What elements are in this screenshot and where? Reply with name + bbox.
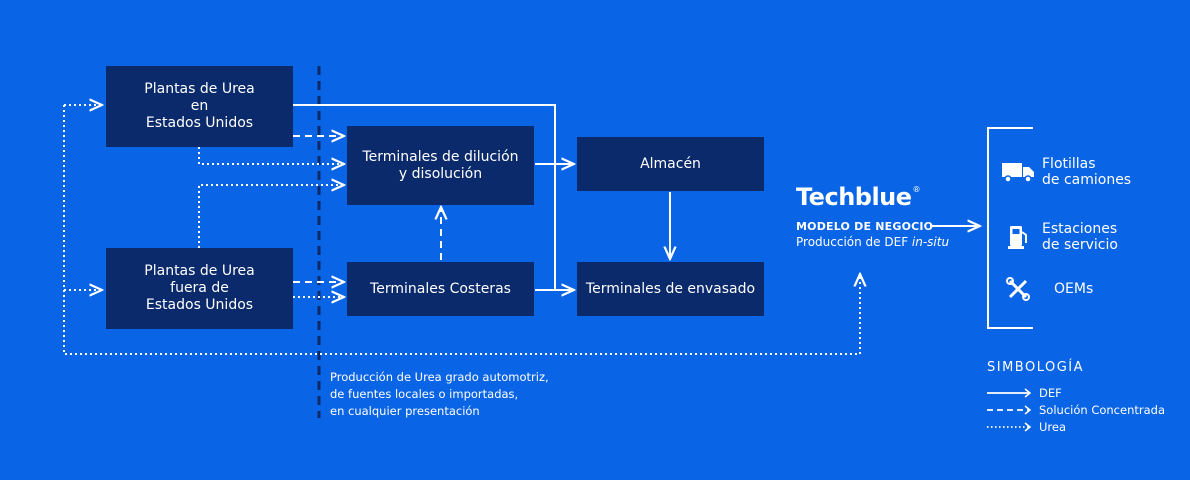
legend-item-urea: Urea [987, 420, 1066, 434]
legend-label: DEF [1039, 386, 1062, 400]
tools-icon [1000, 276, 1036, 302]
customer-truck-fleets: Flotillas de camiones [1000, 156, 1131, 188]
urea-arrow-us-to-dilution [198, 147, 344, 164]
business-model-subtitle: Producción de DEF in-situ [796, 235, 949, 249]
legend-title: SIMBOLOGÍA [987, 360, 1085, 375]
truck-icon [1000, 159, 1036, 185]
def-line-us-plants [293, 104, 556, 290]
customer-oems: OEMs [1000, 276, 1093, 302]
business-model-title: MODELO DE NEGOCIO [796, 220, 934, 233]
dotted-line-swatch [987, 422, 1032, 432]
customer-label: OEMs [1054, 281, 1094, 297]
box-packaging-terminals: Terminales de envasado [577, 262, 764, 316]
fuel-pump-icon [1000, 224, 1036, 250]
box-urea-plants-us: Plantas de Urea en Estados Unidos [106, 66, 293, 147]
legend-label: Urea [1039, 420, 1067, 434]
box-coastal-terminals: Terminales Costeras [347, 262, 534, 316]
urea-arrow-abroad-to-dilution [198, 185, 344, 248]
box-dilution-terminals: Terminales de dilución y disolución [347, 126, 534, 205]
customer-service-stations: Estaciones de servicio [1000, 221, 1118, 253]
legend-item-concentrate: Solución Concentrada [987, 403, 1165, 417]
business-model-subtitle-text: Producción de DEF [796, 235, 912, 249]
solid-line-swatch [987, 388, 1032, 398]
brand-mark: ® [912, 185, 921, 194]
business-model-subtitle-emphasis: in-situ [911, 235, 950, 249]
customer-label: Estaciones de servicio [1042, 221, 1118, 253]
customer-label: Flotillas de camiones [1042, 156, 1132, 188]
production-note: Producción de Urea grado automotriz, de … [330, 370, 549, 418]
techblue-logo: Techblue® [796, 183, 921, 211]
customers-bracket [987, 127, 1033, 329]
urea-line-to-techblue [63, 105, 860, 355]
legend-label: Solución Concentrada [1039, 403, 1165, 417]
box-warehouse: Almacén [577, 137, 764, 191]
legend-item-def: DEF [987, 386, 1062, 400]
brand-name: Techblue [796, 183, 912, 211]
box-urea-plants-abroad: Plantas de Urea fuera de Estados Unidos [106, 248, 293, 329]
dashed-line-swatch [987, 405, 1032, 415]
